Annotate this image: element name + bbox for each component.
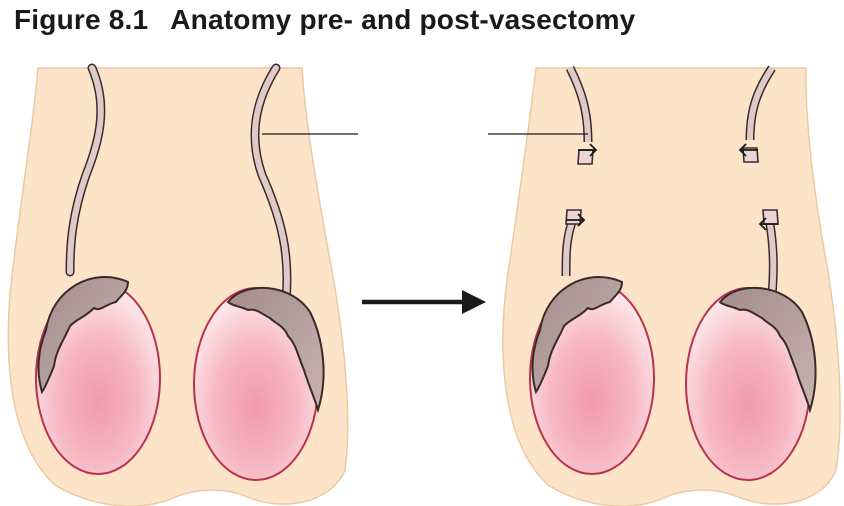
ligature-upper-left [577, 149, 594, 165]
epididymis-left-post [531, 276, 624, 395]
transition-arrow [362, 290, 486, 314]
figure-number: Figure 8.1 [14, 4, 149, 35]
epididymis-left [37, 276, 130, 395]
pre-vasectomy-panel [7, 63, 358, 506]
epididymis-right [226, 286, 325, 414]
figure-title: Figure 8.1 Anatomy pre- and post-vasectom… [14, 4, 635, 36]
ligature-lower-right [762, 209, 779, 225]
epididymis-right-post [718, 286, 817, 414]
ligature-lower-left [565, 209, 582, 225]
ligature-upper-right [742, 147, 759, 163]
post-vasectomy-panel [488, 65, 841, 506]
figure-caption: Anatomy pre- and post-vasectomy [170, 4, 636, 35]
